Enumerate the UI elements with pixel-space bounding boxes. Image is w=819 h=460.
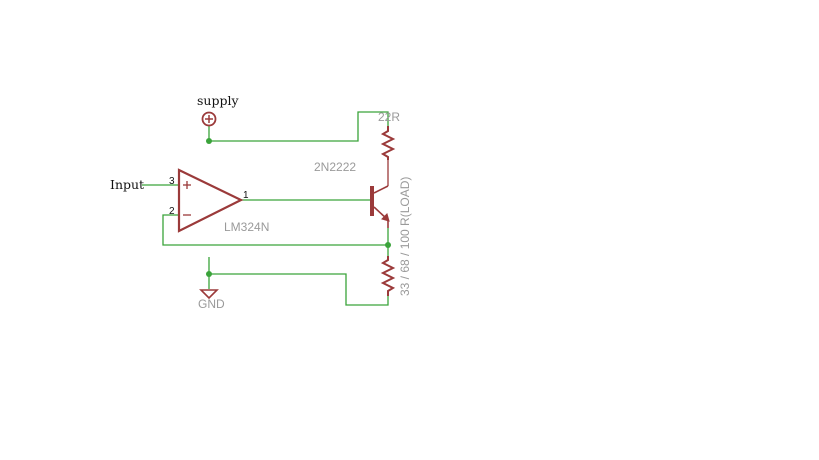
load-resistor-label: 33 / 68 / 100 R(LOAD) [398,177,412,296]
supply-circle-icon [201,111,217,127]
load-resistor-icon [380,256,396,296]
transistor-part-label: 2N2222 [314,160,356,174]
supply-label: supply [197,93,239,108]
junction-dot-supply [206,138,212,144]
opamp-part-label: LM324N [224,220,269,234]
junction-dot-feedback [385,242,391,248]
transistor-collector-leg [373,185,389,194]
transistor-emitter-arrow-icon [381,213,390,222]
junction-dot-gnd [206,271,212,277]
pin-2-label: 2 [169,206,175,217]
input-label: Input [110,177,144,192]
pin-3-label: 3 [169,176,175,187]
opamp-symbol [177,168,244,233]
collector-resistor-label: 22R [378,110,400,124]
wire-feedback [162,214,388,246]
transistor-symbol [370,185,390,228]
junctions [206,138,391,277]
gnd-symbol-icon [199,289,219,300]
supply-symbol [201,111,217,127]
wire-gnd-to-load [208,257,389,306]
pin-1-label: 1 [243,190,249,201]
components [177,111,396,300]
opamp-triangle-icon [177,168,244,233]
wire-supply-to-collector [208,111,389,142]
collector-resistor-icon [380,126,396,160]
gnd-label: GND [198,297,225,311]
